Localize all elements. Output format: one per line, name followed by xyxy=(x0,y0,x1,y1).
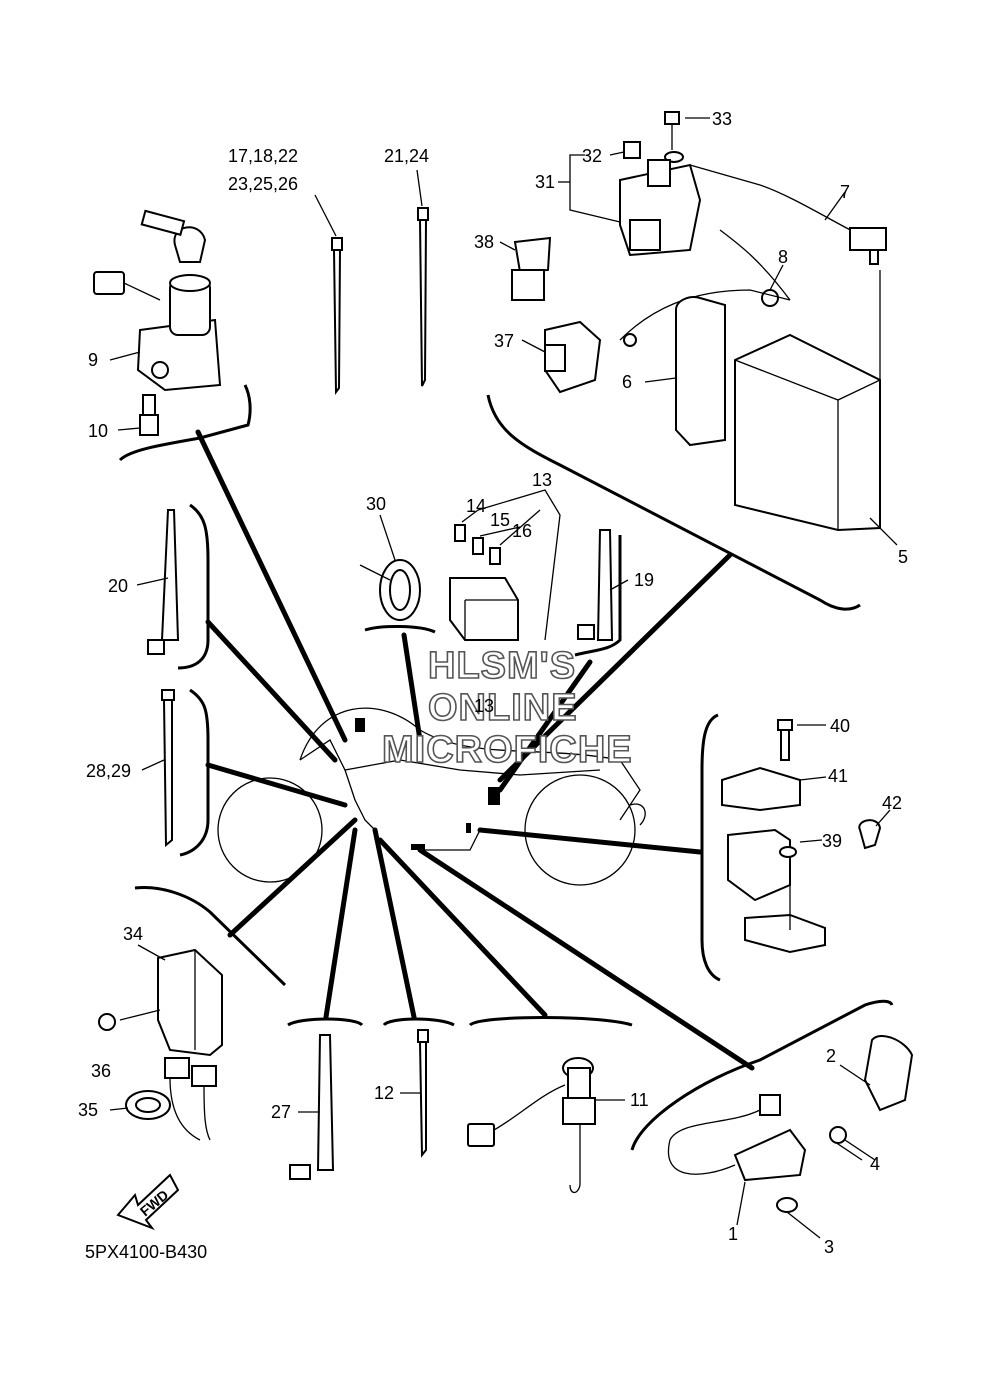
diagram-code: 5PX4100-B430 xyxy=(85,1242,207,1262)
group-leaders xyxy=(195,429,755,1071)
callout-14: 14 xyxy=(466,496,486,516)
relay-battery-group xyxy=(499,111,898,546)
switch-11-part xyxy=(467,1057,625,1194)
vehicle-outline xyxy=(217,707,646,886)
callout-33: 33 xyxy=(712,109,732,129)
callout-7: 7 xyxy=(840,182,850,202)
callout-16: 16 xyxy=(512,521,532,541)
callout-37: 37 xyxy=(494,331,514,351)
callout-2: 2 xyxy=(826,1046,836,1066)
callout-41: 41 xyxy=(828,766,848,786)
callout-12: 12 xyxy=(374,1083,394,1103)
callout-9: 9 xyxy=(88,350,98,370)
callout-39: 39 xyxy=(822,831,842,851)
callout-13b: 13 xyxy=(474,696,494,716)
callout-20: 20 xyxy=(108,576,128,596)
callout-31: 31 xyxy=(535,172,555,192)
clamp-part xyxy=(359,514,421,621)
callout-17-18-22: 17,18,22 xyxy=(228,146,298,166)
callout-3: 3 xyxy=(824,1237,834,1257)
callout-15: 15 xyxy=(490,510,510,530)
callout-labels: 17,18,22 23,25,26 21,24 33 32 31 7 38 8 … xyxy=(78,109,908,1262)
callout-36: 36 xyxy=(91,1061,111,1081)
callout-1: 1 xyxy=(728,1224,738,1244)
watermark-line2: ONLINE xyxy=(428,687,578,729)
fuse-box-part xyxy=(449,489,561,641)
callout-23-25-26: 23,25,26 xyxy=(228,174,298,194)
callout-35: 35 xyxy=(78,1100,98,1120)
callout-19: 19 xyxy=(634,570,654,590)
callout-5: 5 xyxy=(898,547,908,567)
callout-10: 10 xyxy=(88,421,108,441)
callout-38: 38 xyxy=(474,232,494,252)
watermark: HLSM'S ONLINE MICROFICHE xyxy=(381,644,633,772)
callout-13: 13 xyxy=(532,470,552,490)
callout-11: 11 xyxy=(630,1090,649,1110)
handlebar-switch-part xyxy=(667,1035,914,1239)
callout-32: 32 xyxy=(582,146,602,166)
callout-8: 8 xyxy=(778,247,788,267)
callout-42: 42 xyxy=(882,793,902,813)
callout-30: 30 xyxy=(366,494,386,514)
sensor-group-part xyxy=(721,719,891,954)
callout-34: 34 xyxy=(123,924,143,944)
fwd-arrow-icon: FWD xyxy=(116,1173,180,1231)
cable-tie-parts xyxy=(136,169,629,1180)
ignition-switch-part xyxy=(93,209,222,436)
callout-27: 27 xyxy=(271,1102,291,1122)
callout-4: 4 xyxy=(870,1154,880,1174)
callout-28-29: 28,29 xyxy=(86,761,131,781)
callout-40: 40 xyxy=(830,716,850,736)
callout-21-24: 21,24 xyxy=(384,146,429,166)
callout-6: 6 xyxy=(622,372,632,392)
group-frames xyxy=(118,384,894,1151)
watermark-line1: HLSM'S xyxy=(428,645,576,687)
regulator-part xyxy=(98,944,223,1141)
watermark-line3: MICROFICHE xyxy=(382,729,633,771)
